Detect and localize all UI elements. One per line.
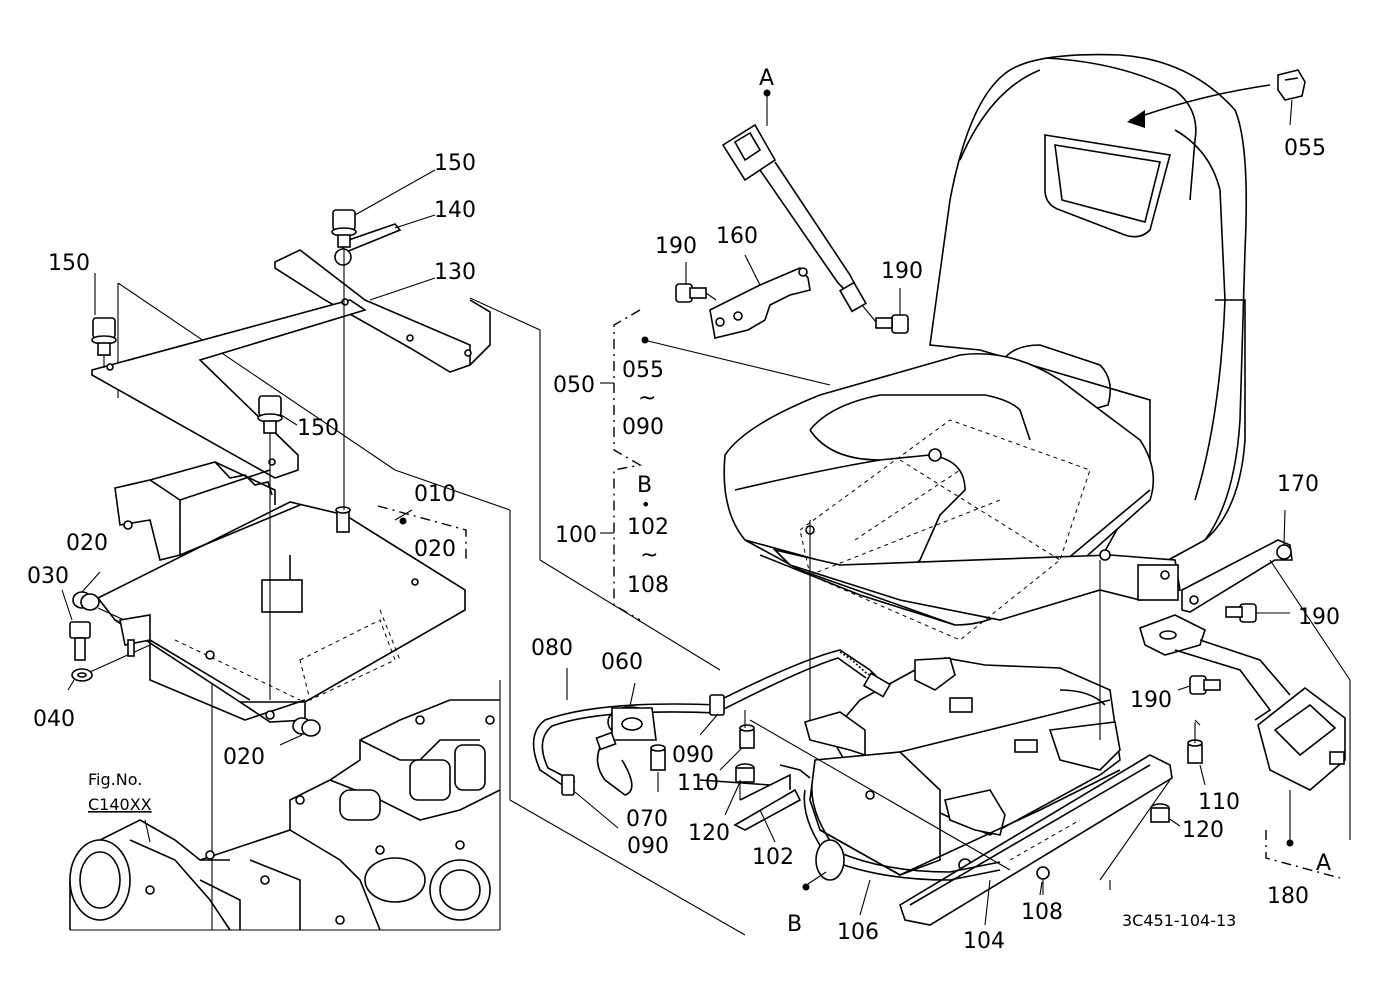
label-160: 160: [716, 224, 758, 249]
label-170: 170: [1277, 472, 1319, 497]
bolt-190-a: [675, 283, 707, 303]
label-090: 090: [672, 743, 714, 768]
seat-switch-harness: [532, 649, 892, 800]
label-055: 055: [622, 358, 664, 383]
label-102: 102: [752, 845, 794, 870]
label-055: 055: [1284, 136, 1326, 161]
label-100: 100: [555, 523, 597, 548]
label-B: B: [637, 473, 652, 498]
label-102: 102: [627, 515, 669, 540]
label-040: 040: [33, 707, 75, 732]
label-104: 104: [963, 929, 1005, 954]
label-110: 110: [677, 771, 719, 796]
label-190: 190: [881, 259, 923, 284]
label-090: 090: [627, 834, 669, 859]
label-190: 190: [1298, 605, 1340, 630]
bolt-150-mid: [257, 395, 283, 434]
label-140: 140: [434, 198, 476, 223]
label-070: 070: [626, 807, 668, 832]
seat-belt-buckle-lower: [1139, 614, 1346, 879]
bolt-120-left: [735, 763, 755, 783]
label-180: 180: [1267, 884, 1309, 909]
label-108: 108: [1021, 900, 1063, 925]
leader-lines: [61, 99, 1293, 926]
label-120: 120: [688, 821, 730, 846]
bolt-030: [69, 621, 91, 661]
bolt-120-right: [1150, 803, 1170, 823]
bolt-190-d: [1189, 675, 1221, 695]
range-tilde: ~: [640, 543, 658, 568]
seat-suspension-slider: [699, 520, 1203, 926]
bushing-020-left: [72, 591, 100, 611]
label-090: 090: [622, 415, 664, 440]
slide-rail-104: [899, 754, 1173, 926]
label-150: 150: [434, 151, 476, 176]
seat-bracket-assembly: [69, 209, 746, 936]
label-020: 020: [66, 531, 108, 556]
label-120: 120: [1182, 818, 1224, 843]
bolt-070: [650, 744, 666, 771]
label-080: 080: [531, 636, 573, 661]
clip-055: [1277, 69, 1306, 101]
bolt-110-left: [739, 724, 755, 749]
bolt-110-right: [1187, 739, 1203, 764]
part-number-labels: 150 140 130 150 150 010 020 020 030 040 …: [27, 66, 1340, 954]
label-130: 130: [434, 260, 476, 285]
figure-ref-title: Fig.No.: [88, 770, 142, 789]
drawing-code: 3C451-104-13: [1122, 911, 1236, 930]
label-050: 050: [553, 373, 595, 398]
label-010: 010: [414, 482, 456, 507]
seat-assembly: [723, 53, 1248, 641]
label-110: 110: [1198, 790, 1240, 815]
figure-ref-code: C140XX: [88, 795, 152, 814]
range-tilde: ~: [638, 386, 656, 411]
label-A: A: [759, 66, 774, 91]
label-B: B: [787, 912, 802, 937]
label-190: 190: [655, 234, 697, 259]
knob-106: [815, 839, 845, 881]
seat-belt-bracket-170: [1181, 539, 1351, 840]
label-108: 108: [627, 573, 669, 598]
clamp-090-upper: [709, 694, 725, 716]
label-A: A: [1316, 851, 1331, 876]
label-030: 030: [27, 564, 69, 589]
bushing-020-bottom: [292, 717, 321, 737]
washer-040: [71, 668, 93, 682]
clamp-090-lower: [561, 774, 575, 796]
bolt-190-c: [1225, 603, 1257, 623]
label-106: 106: [837, 920, 879, 945]
label-150: 150: [48, 251, 90, 276]
label-020: 020: [414, 537, 456, 562]
group-bracket-050-100: [600, 309, 831, 621]
seat-belt-buckle-upper: [675, 89, 909, 339]
slide-rail-102: [733, 788, 802, 831]
bolt-150-left: [91, 317, 117, 356]
bolt-150-top: [331, 209, 357, 248]
seat-backrest: [929, 53, 1248, 571]
label-020: 020: [223, 745, 265, 770]
plate-130: [274, 249, 471, 373]
long-strap-plate: [91, 299, 367, 479]
label-150: 150: [297, 416, 339, 441]
label-190: 190: [1130, 688, 1172, 713]
separator-dot: •: [641, 495, 650, 514]
bolt-190-b: [875, 314, 909, 334]
bracket-160: [709, 267, 811, 339]
upright-bracket: [114, 479, 181, 561]
transmission-housing: [69, 680, 501, 931]
label-060: 060: [601, 650, 643, 675]
